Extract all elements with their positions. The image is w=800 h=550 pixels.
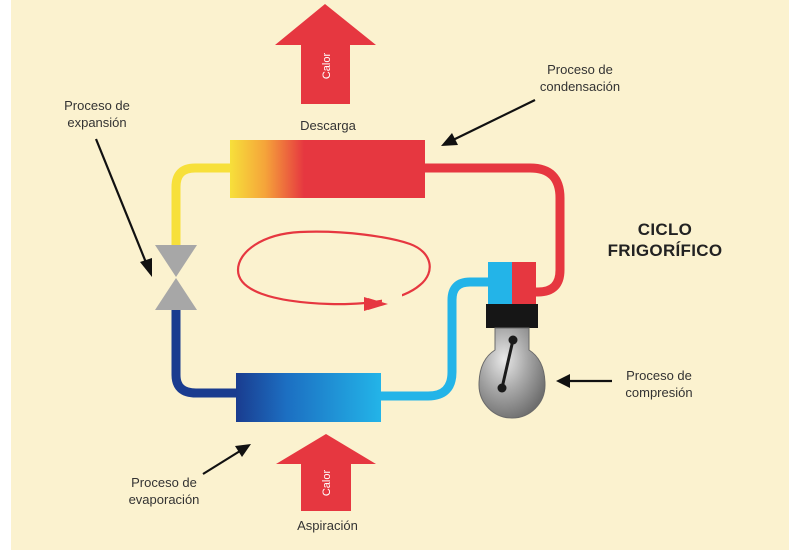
label-expansion: Proceso de expansión	[42, 97, 152, 131]
expansion-valve-icon	[155, 245, 197, 310]
pipe-evaporator-to-compressor	[380, 277, 490, 401]
heat-arrow-bottom-icon	[276, 434, 376, 511]
heat-arrow-top-icon	[275, 4, 376, 104]
evaporator-block	[236, 373, 381, 422]
label-evaporation-line2: evaporación	[128, 492, 200, 507]
pipe-condenser-to-valve	[171, 163, 232, 245]
label-compression-line2: compresión	[625, 385, 693, 400]
arrow-condensation-icon	[441, 99, 536, 146]
heat-label-bottom: Calor	[321, 470, 333, 497]
label-expansion-line2: expansión	[67, 115, 127, 130]
arrow-compression-icon	[556, 374, 612, 388]
label-condensation: Proceso de condensación	[525, 61, 635, 95]
diagram-canvas	[11, 0, 789, 550]
arrow-evaporation-icon	[202, 444, 251, 475]
label-compression: Proceso de compresión	[609, 367, 709, 401]
label-discharge: Descarga	[300, 118, 356, 133]
arrow-expansion-icon	[94, 138, 152, 277]
label-compression-line1: Proceso de	[626, 368, 692, 383]
label-suction: Aspiración	[297, 518, 358, 533]
cycle-direction-arrow-icon	[236, 230, 431, 311]
label-condensation-line2: condensación	[539, 79, 621, 94]
label-evaporation: Proceso de evaporación	[114, 474, 214, 508]
compressor-icon	[478, 262, 546, 419]
pipe-compressor-to-condenser	[425, 163, 565, 297]
heat-label-top: Calor	[321, 53, 333, 80]
label-expansion-line1: Proceso de	[64, 98, 130, 113]
condenser-block	[230, 140, 425, 198]
label-condensation-line1: Proceso de	[547, 62, 613, 77]
diagram-title-line2: FRIGORÍFICO	[607, 241, 723, 260]
diagram-title: CICLO FRIGORÍFICO	[600, 219, 730, 261]
diagram-title-line1: CICLO	[637, 220, 693, 239]
label-evaporation-line1: Proceso de	[131, 475, 197, 490]
pipe-valve-to-evaporator	[171, 310, 238, 398]
